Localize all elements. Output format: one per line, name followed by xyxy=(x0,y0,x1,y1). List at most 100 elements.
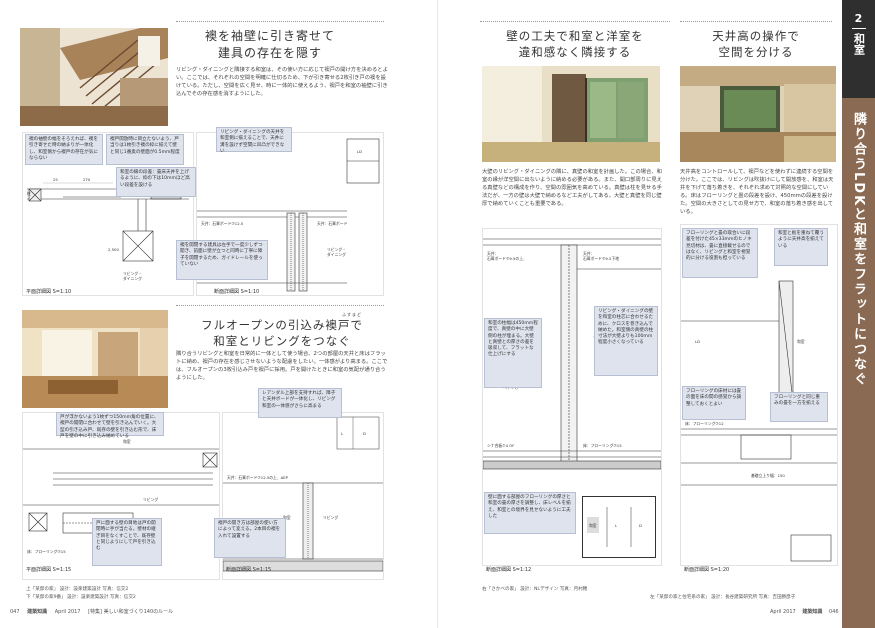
sec3-body: 大壁のリビング・ダイニングの隣に、真壁の和室を計画した。この場合、和室の縁が洋空… xyxy=(482,169,662,207)
sec3-caption: 断面詳細図 S=1:12 xyxy=(486,567,532,573)
svg-text:シナ合板⑦4 OF: シナ合板⑦4 OF xyxy=(487,443,514,448)
sec4-title-rule xyxy=(680,21,832,22)
sec2-title: ふすまど フルオープンの引込み襖戸で 和室とリビングをつなぐ xyxy=(176,312,388,349)
sec4-credit: 左「某邸の家と住宅系の家」 設計：長谷建築研究所 写真：吉田勝彦子 xyxy=(650,595,796,600)
chapter-tab-brown: 隣り合うLDKと和室をフラットにつなぐ xyxy=(842,98,875,628)
left-footer-date: April 2017 xyxy=(54,609,81,615)
sec1-note-3: 和室の縁の段差：畳床天井を上げるように、枠の下は10mmほど高い段差を設ける xyxy=(116,167,196,197)
photo-washitsu-window xyxy=(482,66,660,162)
sec3-note-1: リビング・ダイニングの壁を和室の柱芯に合わせるために、クロスを巻き込んで納めた。… xyxy=(594,306,658,376)
svg-text:リビング・: リビング・ xyxy=(123,271,142,276)
sec4-note-1: 和室と板を重ねて覆うように天井高を揃えている xyxy=(774,228,828,266)
sec4-note-2: フローリングの床材には畳の面を床の間の感覚から調整しておくとよい xyxy=(682,386,746,420)
svg-text:和室: 和室 xyxy=(283,515,291,520)
chapter-heading: 隣り合うLDKと和室をフラットにつなぐ xyxy=(851,112,866,388)
svg-text:リビング・: リビング・ xyxy=(327,247,346,252)
svg-text:床：フローリング⑦12: 床：フローリング⑦12 xyxy=(685,421,724,426)
sec1-plan-caption: 平面詳細図 S=1:10 xyxy=(26,289,72,295)
sec1-title-line2: 建具の存在を隠す xyxy=(217,46,322,60)
sec2-note-3: 襖戸の開き方は部屋の使い方によって変える。2本目の襖を入れて設置する xyxy=(214,518,286,558)
sec2-title-line2: 和室とリビングをつなぐ xyxy=(213,334,351,348)
sec2-ruby: ふすまど xyxy=(342,312,362,317)
svg-text:リビング: リビング xyxy=(323,515,338,520)
sec4-title: 天井高の操作で 空間を分ける xyxy=(680,28,832,60)
svg-text:天井：: 天井： xyxy=(583,251,594,256)
photo-staircase-room xyxy=(20,28,168,126)
left-footer-series: [特集] 美しい和室づくり140のルール xyxy=(88,609,174,615)
svg-text:基礎立上り幅：150: 基礎立上り幅：150 xyxy=(751,473,785,478)
chapter-label: 和室 xyxy=(852,33,866,55)
right-footer-date: April 2017 xyxy=(770,609,796,615)
sec1-note-2: リビング・ダイニングの天井を和室側に揃えることで、天井に溝を設けず空間に凹凸がで… xyxy=(216,127,292,154)
sec3-title-rule xyxy=(480,21,670,22)
sec2-section-caption: 断面詳細図 S=1:15 xyxy=(226,567,272,573)
sec2-note-0: 戸が浮かないよう1枚ずつ150mm角の位置に、襖戸の開閉に合わせて壁を引き込んで… xyxy=(56,412,164,439)
sec4-caption: 断面詳細図 S=1:20 xyxy=(684,567,730,573)
left-footer-magazine: 建築知識 xyxy=(27,609,48,615)
svg-text:ダイニング: ダイニング xyxy=(327,252,346,257)
right-footer-magazine: 建築知識 xyxy=(802,609,823,615)
svg-text:D: D xyxy=(639,523,642,528)
svg-text:石膏ボード⑦9.5の上、: 石膏ボード⑦9.5の上、 xyxy=(487,256,527,261)
svg-text:270: 270 xyxy=(83,177,91,182)
svg-text:LD: LD xyxy=(695,339,700,344)
svg-text:2,500: 2,500 xyxy=(108,247,119,252)
photo-high-ceiling xyxy=(680,66,836,162)
sec3-note-0: 和室の柱幅は450mm程度で、真壁の中に大壁側の柱が埋まる。大壁と真壁との厚さの… xyxy=(484,318,542,388)
sec2-title-rule xyxy=(176,305,384,306)
svg-text:L: L xyxy=(341,431,344,436)
sec4-note-3: フローリングと同じ重みの畳を一方を揃える xyxy=(770,392,828,422)
sec2-title-line1: フルオープンの引込み襖戸で xyxy=(201,318,363,332)
sec2-body: 隣り合うリビングと和室を日常的に一体として使う場合、2つの部屋の天井と床はフラッ… xyxy=(176,351,388,381)
svg-text:D: D xyxy=(363,431,366,436)
svg-text:天井：: 天井： xyxy=(487,251,498,256)
page-gutter xyxy=(437,0,438,628)
sec2-note-2: 戸に面する壁の目地は戸の開閉時に手が当たる。壁材の継ぎ目をなくすことで、既存壁と… xyxy=(92,518,162,566)
sec1-title-line1: 襖を袖壁に引き寄せて xyxy=(204,29,335,43)
sec3-title-line1: 壁の工夫で和室と洋室を xyxy=(506,29,644,43)
sec4-body: 天井高をコントロールして、襖戸などを使わずに連続する空間を分けた。ここでは、リビ… xyxy=(680,169,834,215)
sec3-title: 壁の工夫で和室と洋室を 違和感なく隣接する xyxy=(480,28,670,60)
sec1-note-4: 襖を開閉する建具は左手で一度少しずつ開き、前面に壁が立つと同時に丁寧に障子を開閉… xyxy=(176,240,268,280)
sec3-title-line2: 違和感なく隣接する xyxy=(518,45,632,59)
svg-text:LD: LD xyxy=(357,149,362,154)
sec3-mini-plan: 和室 L D xyxy=(582,496,656,558)
left-credit-0: 上「某邸の家」 設計：設楽建築設計 写真：信交2 xyxy=(26,587,129,592)
sec1-body: リビング・ダイニングと隣接する和室は、その使い方に応じて襖戸の開け方を決めるとよ… xyxy=(176,67,388,97)
svg-text:和室: 和室 xyxy=(797,339,805,344)
chapter-number-rule xyxy=(851,28,866,29)
svg-text:25: 25 xyxy=(53,177,58,182)
right-footer: April 2017 建築知識 046 xyxy=(770,608,839,615)
sec2-plan-caption: 平面詳細図 S=1:15 xyxy=(26,567,72,573)
sec3-credit: 右「さかべの家」 設計：NLデザイン 写真：月村穂 xyxy=(482,587,588,592)
svg-text:天井：石膏ボード⑦12.5の上、AEP: 天井：石膏ボード⑦12.5の上、AEP xyxy=(227,475,289,480)
left-footer-page: 047 xyxy=(10,609,20,615)
svg-text:石膏ボード⑦9.5下地: 石膏ボード⑦9.5下地 xyxy=(583,256,619,261)
sec3-note-2: 壁に面する部屋のフローリングの厚さと和室の畳の厚さを調整し、床レベルを揃え、和室… xyxy=(484,492,576,534)
sec2-note-1: レアンダル上部を支持すれば、障子と天井ボードが一体化し、リビング和室の一体感がさ… xyxy=(258,388,342,418)
sec1-section-caption: 断面詳細図 S=1:10 xyxy=(214,289,260,295)
sec1-note-1: 襖戸開放時に目立たないよう、戸当りは1枚引き襖の枠に揃えて壁と同じ1番奥の壁面が… xyxy=(106,134,184,165)
svg-text:ダイニング: ダイニング xyxy=(123,276,142,281)
chapter-tab-dark: 2 和室 xyxy=(842,0,875,98)
svg-text:和室: 和室 xyxy=(123,439,131,444)
sec1-title: 襖を袖壁に引き寄せて 建具の存在を隠す xyxy=(190,28,350,62)
svg-text:床：フローリング⑦15: 床：フローリング⑦15 xyxy=(583,443,622,448)
svg-text:和室: 和室 xyxy=(589,523,597,528)
svg-text:柱: 柱 xyxy=(27,191,31,196)
svg-text:天井：石膏ボード⑦12.5: 天井：石膏ボード⑦12.5 xyxy=(201,221,244,226)
left-credit-1: 下「某邸の家9番」 設計：設楽建築設計 写真：信交2 xyxy=(26,595,136,600)
svg-text:リビング: リビング xyxy=(143,497,158,502)
sec1-note-0: 襖の袖壁の幅をそろえれば、襖を引き寄せた時の納まりが一体化し、和室側から襖戸の存… xyxy=(25,134,103,165)
chapter-number: 2 xyxy=(854,12,863,25)
sec4-note-0: フローリングと畳の取合いに段差を付けた45×33mmのヒノキ見切材は、畳に直接載… xyxy=(682,228,758,278)
svg-text:L: L xyxy=(615,523,618,528)
sec4-title-line2: 空間を分ける xyxy=(718,45,794,59)
left-footer: 047 建築知識 April 2017 [特集] 美しい和室づくり140のルール xyxy=(10,608,173,615)
sec1-title-rule xyxy=(176,21,384,22)
svg-text:天井：石膏ボード: 天井：石膏ボード xyxy=(317,221,348,226)
sec4-title-line1: 天井高の操作で xyxy=(712,29,800,43)
photo-living-washitsu xyxy=(22,310,168,408)
svg-text:床：フローリング⑦15: 床：フローリング⑦15 xyxy=(27,549,66,554)
right-footer-page: 046 xyxy=(828,609,839,615)
